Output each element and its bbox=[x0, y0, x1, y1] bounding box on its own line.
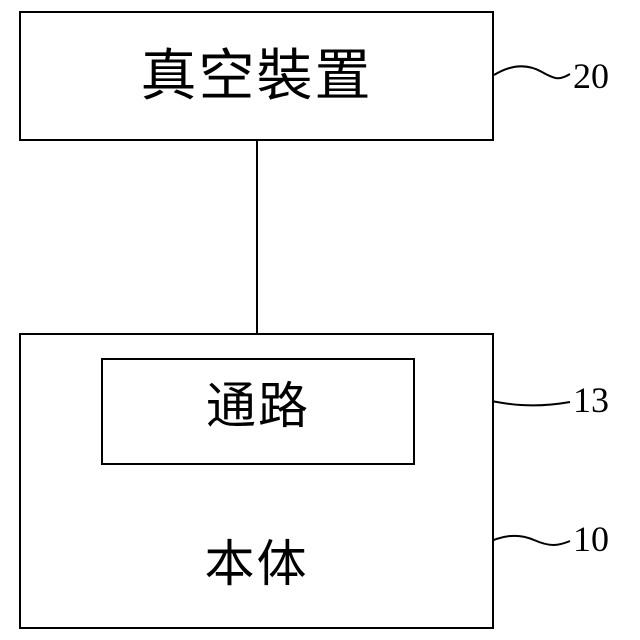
leader-line-10 bbox=[484, 536, 570, 545]
channel-box: 通路 bbox=[101, 358, 415, 465]
reference-numeral-20: 20 bbox=[573, 56, 609, 96]
leader-line-20 bbox=[494, 66, 570, 78]
channel-label: 通路 bbox=[103, 373, 413, 439]
vacuum-device-box: 真空裝置 bbox=[19, 11, 494, 141]
vacuum-device-label: 真空裝置 bbox=[21, 39, 492, 115]
reference-numeral-10: 10 bbox=[573, 519, 609, 559]
reference-numeral-13: 13 bbox=[573, 380, 609, 420]
body-label: 本体 bbox=[21, 531, 492, 597]
